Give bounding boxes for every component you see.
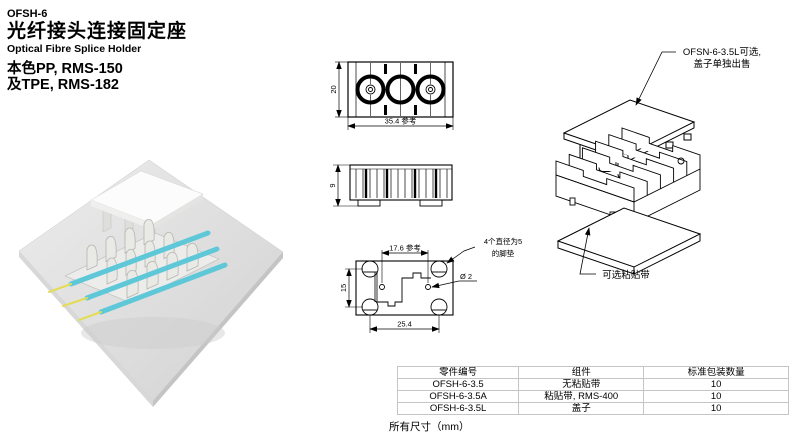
part-number: OFSH-6-3.5L xyxy=(396,402,520,415)
feet-note-line2: 的脚垫 xyxy=(492,248,515,258)
dimensions-note: 所有尺寸（mm） xyxy=(389,421,470,433)
feet-note-line1: 4个直径为5 xyxy=(484,236,522,246)
exploded-view-drawing: OFSN-6-3.5L可选, 盖子单独出售 可选粘贴带 xyxy=(555,46,761,281)
hole-diameter-label: Ø 2 xyxy=(460,272,472,281)
bottom-view-top-dim: 17.6 参考 xyxy=(389,243,421,253)
tape-note: 可选粘贴带 xyxy=(602,269,650,281)
product-header: OFSH-6 光纤接头连接固定座 Optical Fibre Splice Ho… xyxy=(7,8,187,94)
orthographic-views: 20 35.4 参考 xyxy=(328,61,522,333)
cover-note-line1: OFSN-6-3.5L可选, xyxy=(683,46,761,58)
col-component: 组件 xyxy=(518,366,645,379)
top-view-width-dim: 35.4 参考 xyxy=(385,116,417,126)
product-title-zh: 光纤接头连接固定座 xyxy=(7,21,188,43)
photo-holder-body xyxy=(64,219,220,304)
table-row: OFSH-6-3.5 无粘贴带 10 xyxy=(396,378,789,391)
package-qty: 10 xyxy=(643,378,789,391)
part-number: OFSH-6-3.5A xyxy=(396,390,520,403)
material-spec-line2: 及TPE, RMS-182 xyxy=(7,77,119,94)
bottom-view-left-dim: 15 xyxy=(339,284,348,292)
side-view-height-dim: 9 xyxy=(328,183,337,187)
top-view-drawing: 20 35.4 参考 xyxy=(329,61,454,130)
component: 粘贴带, RMS-400 xyxy=(518,390,645,403)
table-row: OFSH-6-3.5A 粘贴带, RMS-400 10 xyxy=(396,390,789,403)
table-row: OFSH-6-3.5L 盖子 10 xyxy=(396,402,789,415)
component: 盖子 xyxy=(518,402,645,415)
product-title-en: Optical Fibre Splice Holder xyxy=(7,42,142,55)
table-header-row: 零件编号 组件 标准包装数量 xyxy=(396,366,789,379)
cover-note-line2: 盖子单独出售 xyxy=(693,58,750,70)
model-code: OFSH-6 xyxy=(7,8,48,20)
package-qty: 10 xyxy=(643,402,789,415)
component: 无粘贴带 xyxy=(518,378,645,391)
col-package-qty: 标准包装数量 xyxy=(643,366,789,379)
package-qty: 10 xyxy=(643,390,789,403)
exploded-adhesive-tape xyxy=(556,207,702,275)
col-part-number: 零件编号 xyxy=(396,366,520,379)
bottom-view-bottom-dim: 25.4 xyxy=(397,320,412,329)
parts-table: 零件编号 组件 标准包装数量 OFSH-6-3.5 无粘贴带 10 OFSH-6… xyxy=(396,366,789,415)
material-spec-line1: 本色PP, RMS-150 xyxy=(7,60,123,77)
side-view-drawing: 9 xyxy=(328,164,453,207)
bottom-view-drawing: 17.6 参考 15 25.4 Ø 2 4个直径为5 的脚垫 xyxy=(339,236,522,333)
part-number: OFSH-6-3.5 xyxy=(396,378,520,391)
exploded-holder-body xyxy=(555,127,701,224)
photo-fibres xyxy=(48,230,228,321)
top-view-height-dim: 20 xyxy=(329,85,338,93)
product-photo xyxy=(18,159,284,407)
